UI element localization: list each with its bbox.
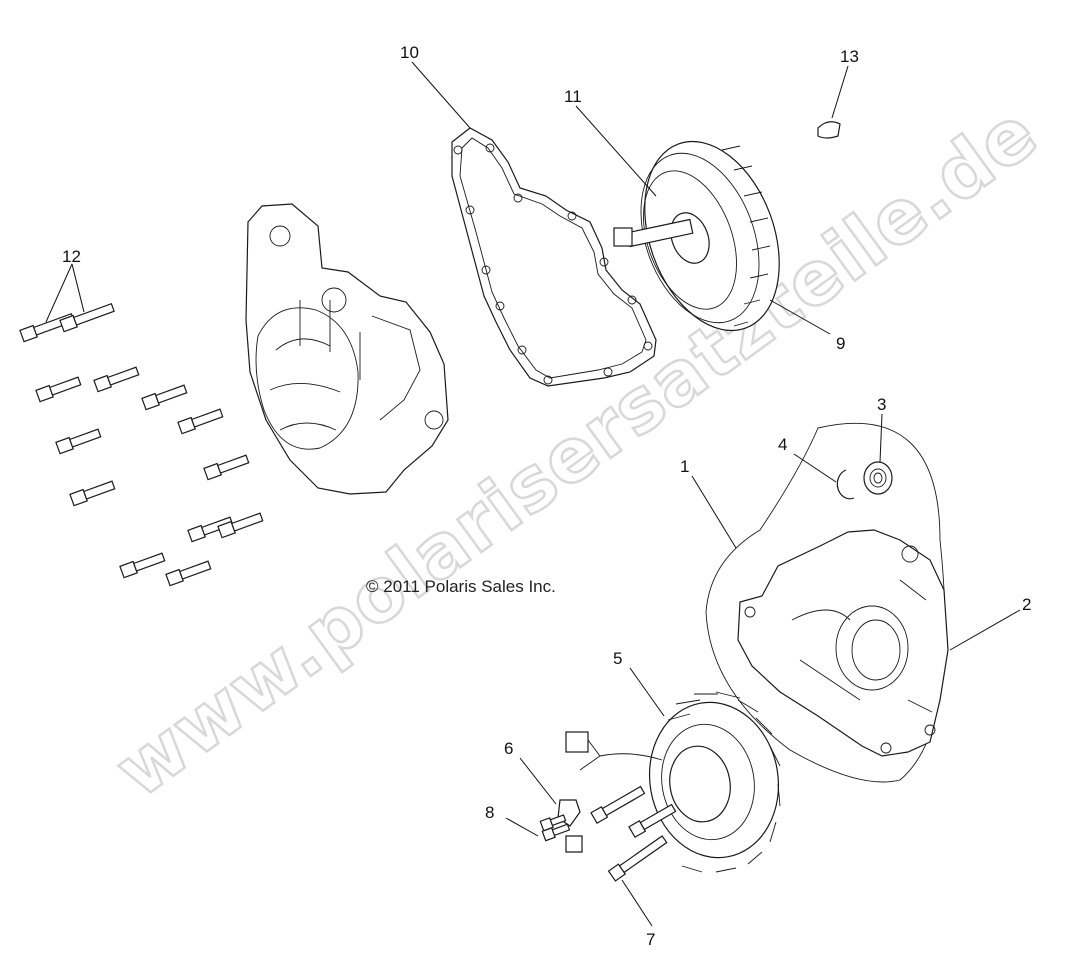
woodruff-key-part-13	[817, 121, 841, 139]
callout-6: 6	[504, 739, 513, 758]
bearing-part-3	[863, 461, 893, 495]
bolt-set-part-12	[19, 303, 264, 587]
leader-lines	[45, 61, 1021, 927]
callout-8: 8	[485, 803, 494, 822]
screw-part-8	[539, 814, 571, 842]
flywheel-part-9	[613, 140, 780, 332]
callout-12: 12	[62, 247, 81, 266]
snap-ring-part-4	[836, 469, 855, 500]
callout-3: 3	[877, 395, 886, 414]
callout-9: 9	[836, 334, 845, 353]
crankcase-assembly-part-1	[705, 422, 946, 783]
stator-part-5	[565, 691, 781, 873]
callout-10: 10	[400, 43, 419, 62]
callout-4: 4	[778, 435, 787, 454]
callout-2: 2	[1022, 595, 1031, 614]
callout-13: 13	[840, 47, 859, 66]
callout-5: 5	[613, 649, 622, 668]
callout-1: 1	[680, 457, 689, 476]
copyright-notice: © 2011 Polaris Sales Inc.	[366, 577, 556, 596]
wire-clamp-part-6	[557, 799, 583, 853]
gasket-part-10	[451, 127, 657, 387]
callout-7: 7	[646, 930, 655, 949]
callout-11: 11	[564, 87, 582, 106]
stator-bolt-part-7	[590, 785, 677, 882]
callout-labels: 1 2 3 4 5 6 7 8 9 10 11 12 13	[62, 43, 1031, 949]
stator-cover	[245, 203, 449, 495]
crankcase-part-2	[737, 529, 949, 757]
